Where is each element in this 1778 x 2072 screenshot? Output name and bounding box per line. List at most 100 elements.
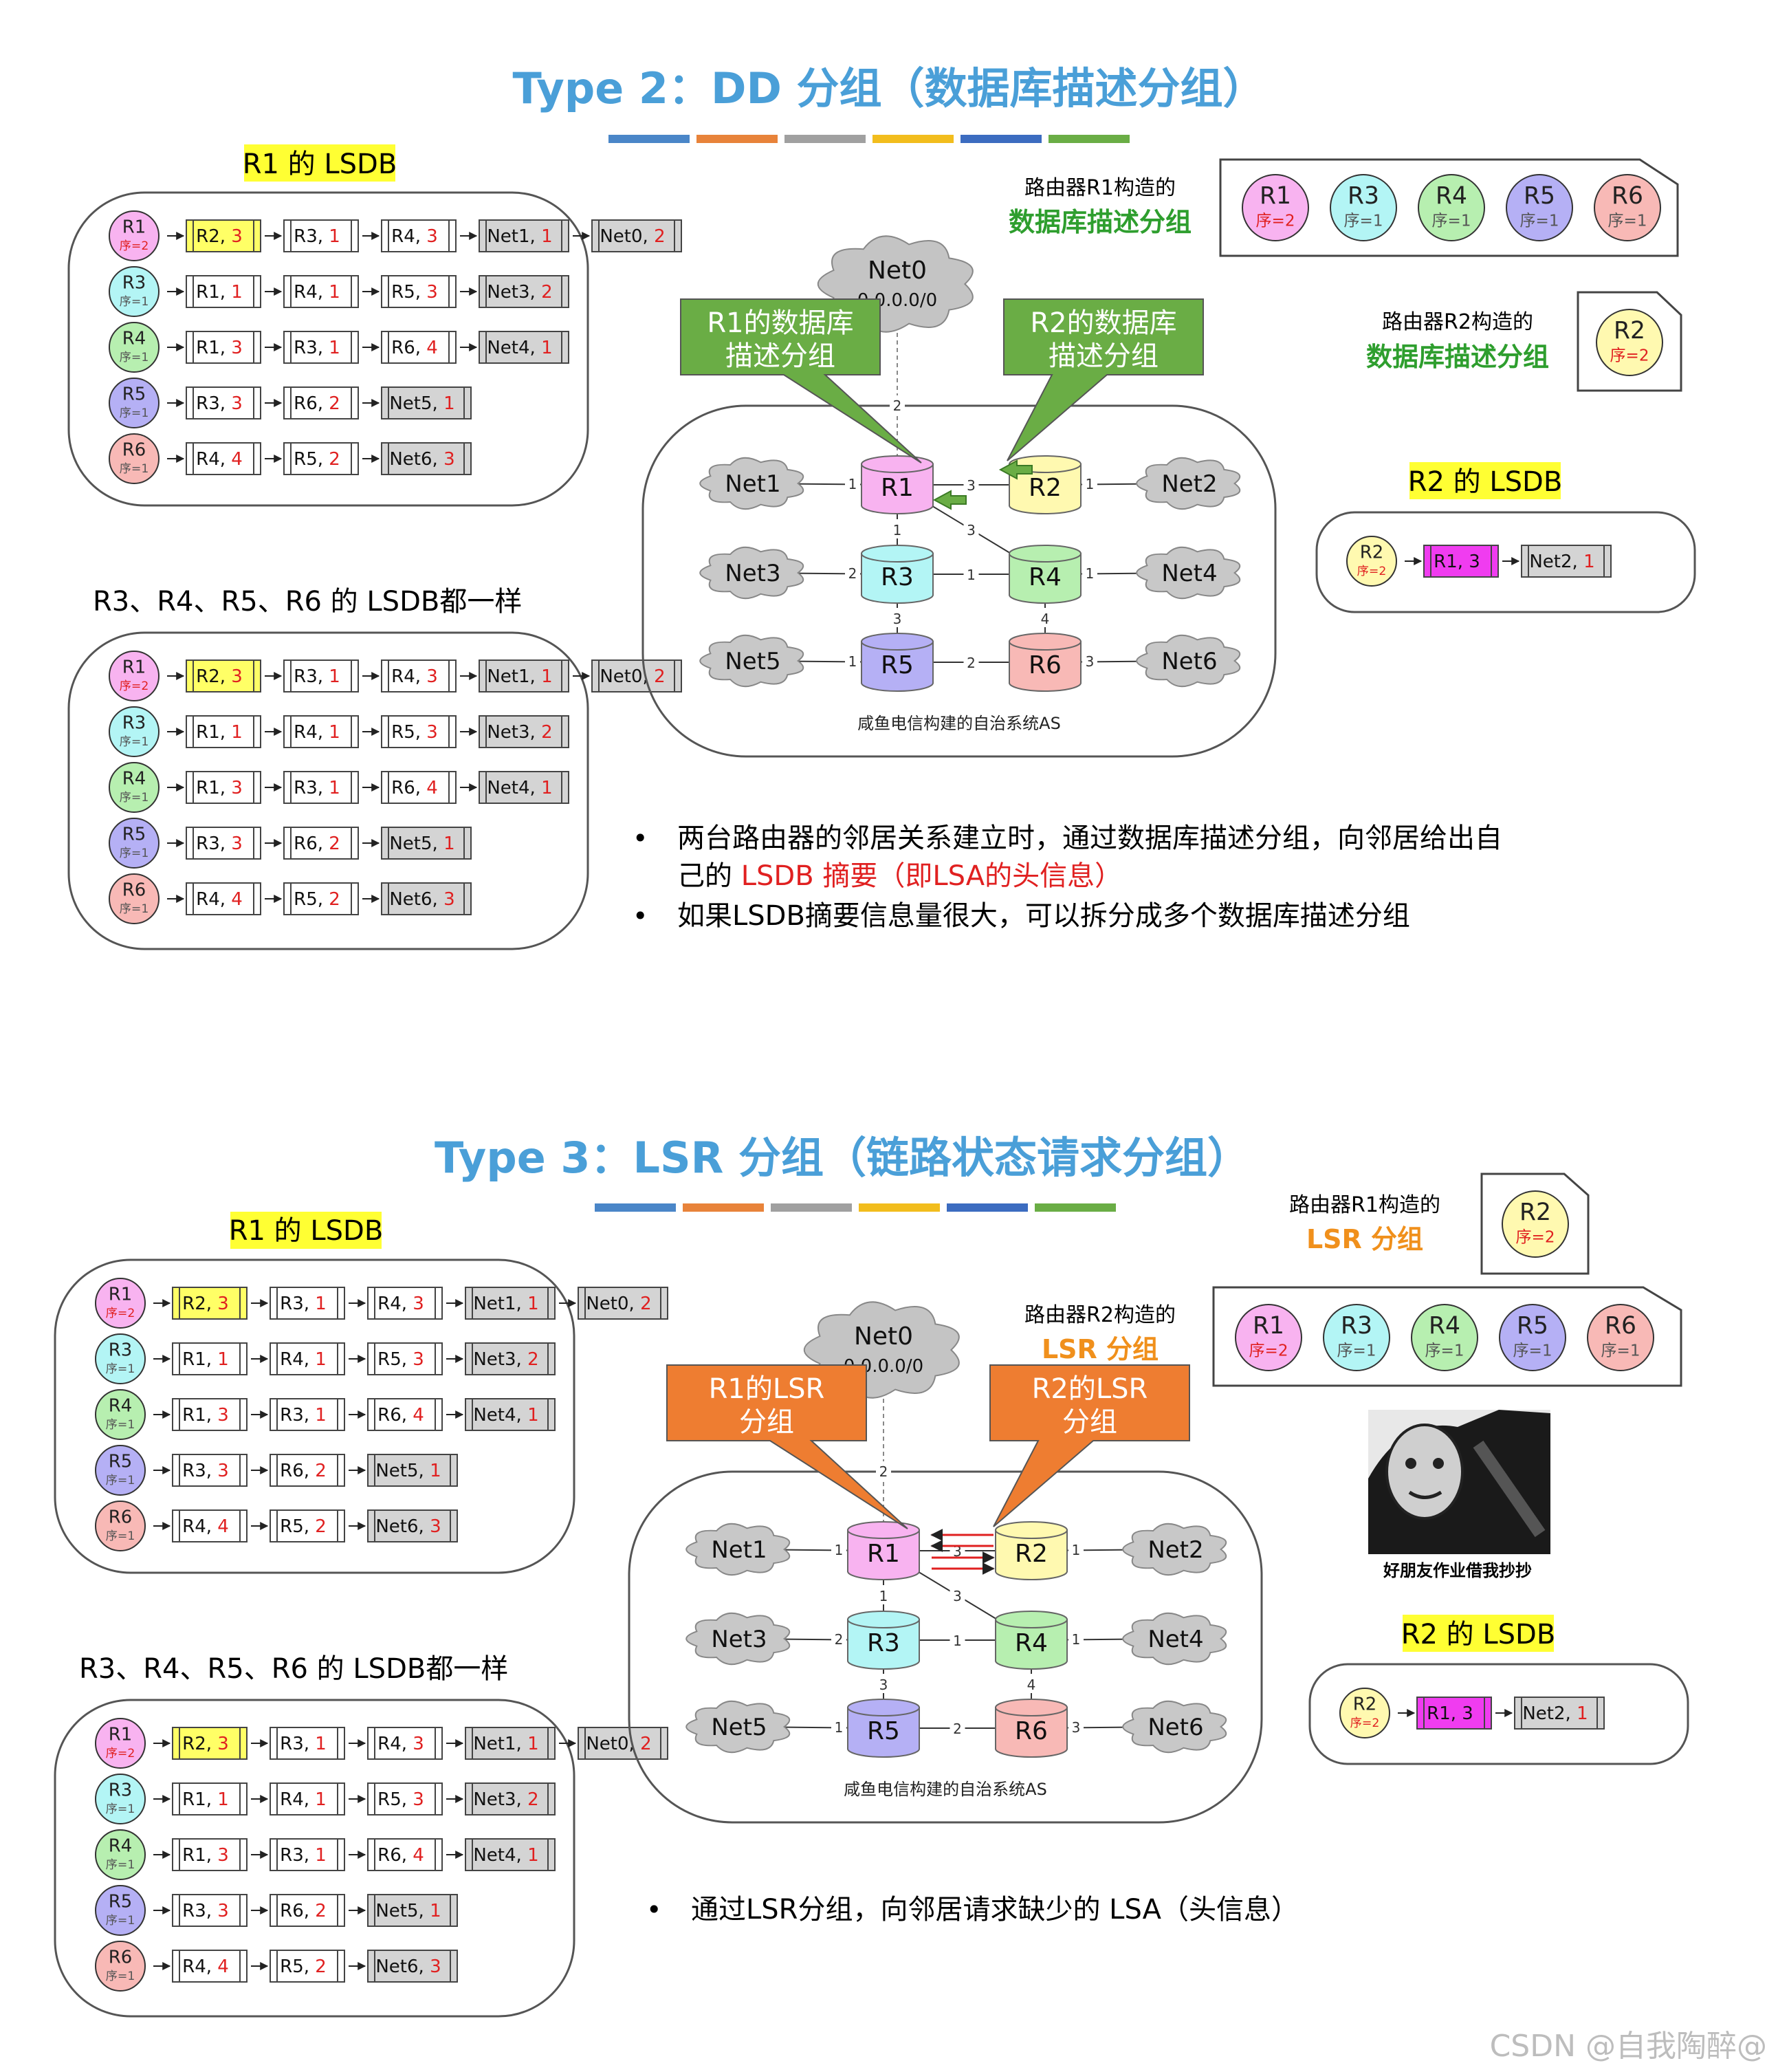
svg-text:1: 1: [1072, 1542, 1081, 1558]
router-seq: 序=1: [106, 1858, 135, 1872]
router-name: R3: [1348, 182, 1379, 210]
svg-text:R3, 1: R3, 1: [280, 1294, 327, 1314]
svg-text:Net1, 1: Net1, 1: [473, 1294, 538, 1314]
color-bar: [947, 1203, 1028, 1212]
svg-text:R1, 1: R1, 1: [196, 722, 243, 743]
svg-text:Net0: Net0: [854, 1322, 913, 1351]
color-bar: [872, 135, 954, 143]
svg-text:R4, 1: R4, 1: [280, 1349, 327, 1370]
router-badge-r3: R3序=1: [95, 1333, 146, 1384]
router-badge-r5: R5序=1: [1506, 174, 1573, 241]
r2-builds-label: 路由器R2构造的: [1382, 310, 1533, 334]
svg-text:Net6, 3: Net6, 3: [375, 1516, 441, 1537]
meme-caption: 好朋友作业借我抄抄: [1383, 1561, 1532, 1580]
svg-text:3: 3: [1086, 653, 1095, 670]
link-cost: 4: [1041, 611, 1050, 627]
router-r2: R2: [995, 1521, 1068, 1580]
ls-entry: R1, 3: [172, 1398, 248, 1431]
ls-entry: R5, 3: [367, 1782, 443, 1815]
router-badge-r6: R6序=1: [1587, 1304, 1654, 1371]
ls-entry: R3, 1: [283, 659, 359, 693]
color-bar: [961, 135, 1042, 143]
ls-entry: Net0, 2: [591, 219, 682, 252]
svg-text:R6, 2: R6, 2: [294, 833, 340, 854]
router-badge-r6: R6序=1: [1594, 174, 1661, 241]
svg-text:R4, 4: R4, 4: [182, 1956, 229, 1977]
link-cost: 3: [967, 477, 976, 494]
dd-arrow-r1-to-r2: [932, 490, 967, 510]
router-name: R1: [122, 657, 146, 678]
svg-text:R1的数据库: R1的数据库: [707, 307, 853, 339]
r2-dd-packet-entries: R2序=2: [1596, 309, 1663, 376]
ls-entry: Net6, 3: [381, 882, 472, 915]
cloud-net2: Net2: [1122, 1523, 1227, 1576]
r2-lsdb-highlight-2: [1403, 1615, 1554, 1652]
svg-text:R6, 4: R6, 4: [377, 1845, 424, 1866]
r1-builds-label-2: 路由器R1构造的: [1289, 1193, 1440, 1217]
svg-text:R4, 4: R4, 4: [196, 889, 243, 910]
router-name: R6: [1605, 1312, 1636, 1340]
ls-entry: R4, 1: [283, 275, 359, 308]
ls-entry: R3, 1: [270, 1727, 345, 1760]
router-seq: 序=2: [1256, 212, 1295, 230]
router-r1: R1: [847, 1521, 920, 1580]
svg-text:R5, 3: R5, 3: [377, 1789, 424, 1810]
section2-color-bars: [595, 1203, 1116, 1212]
svg-text:Net3, 2: Net3, 2: [487, 722, 552, 743]
router-name: R2: [1353, 1694, 1376, 1715]
ls-entry: Net4, 1: [479, 771, 569, 804]
ls-entry: R6, 2: [270, 1894, 345, 1927]
svg-text:R4, 1: R4, 1: [294, 722, 340, 743]
svg-text:Net5, 1: Net5, 1: [375, 1461, 441, 1481]
router-seq: 序=2: [120, 679, 149, 693]
ls-entry: R3, 3: [186, 827, 261, 860]
svg-text:R6: R6: [1029, 651, 1062, 679]
ls-entry: R4, 1: [270, 1342, 345, 1375]
svg-text:Net2: Net2: [1161, 470, 1217, 498]
color-bar: [859, 1203, 940, 1212]
svg-text:R4, 3: R4, 3: [377, 1294, 424, 1314]
as-boundary: [628, 1470, 1263, 1824]
svg-text:Net4: Net4: [1148, 1626, 1203, 1653]
r1-lsdb-label-2: R1 的 LSDB: [229, 1215, 384, 1247]
color-bar: [595, 1203, 676, 1212]
ls-entry: R6, 2: [283, 827, 359, 860]
svg-text:•: •: [633, 901, 648, 931]
svg-text:Net0, 2: Net0, 2: [586, 1294, 651, 1314]
svg-text:R5: R5: [867, 1717, 900, 1745]
link-cost: 3: [893, 611, 902, 627]
svg-text:Net2, 1: Net2, 1: [1522, 1703, 1588, 1724]
svg-text:Net0, 2: Net0, 2: [600, 226, 665, 247]
svg-text:Net5, 1: Net5, 1: [389, 833, 454, 854]
ls-entry: R3, 1: [283, 219, 359, 252]
router-seq: 序=1: [120, 295, 149, 309]
svg-text:描述分组: 描述分组: [725, 340, 835, 372]
svg-text:R5, 2: R5, 2: [294, 449, 340, 470]
svg-text:Net5: Net5: [725, 648, 780, 675]
ls-entry: Net3, 2: [465, 1782, 556, 1815]
router-name: R3: [122, 713, 146, 734]
router-name: R4: [122, 769, 146, 789]
ls-entry: R3, 1: [270, 1398, 345, 1431]
svg-text:Net2: Net2: [1148, 1536, 1203, 1564]
ls-entry: R3, 3: [172, 1894, 248, 1927]
svg-text:R1, 3: R1, 3: [196, 778, 243, 798]
svg-text:Net1: Net1: [711, 1536, 767, 1564]
ls-entry: R6, 2: [270, 1454, 345, 1487]
svg-text:R1, 3: R1, 3: [1427, 1703, 1473, 1724]
link-cost: 3: [953, 1543, 962, 1560]
svg-text:Net5, 1: Net5, 1: [375, 1901, 441, 1921]
router-name: R5: [122, 825, 146, 845]
router-seq: 序=1: [1520, 212, 1559, 230]
r1-lsr-packet-entries: R2序=2: [1502, 1190, 1569, 1258]
router-badge-r1: R1序=2: [1242, 174, 1309, 241]
bullet1-line1: 两台路由器的邻居关系建立时，通过数据库描述分组，向邻居给出自: [677, 822, 1502, 854]
svg-text:Net4, 1: Net4, 1: [473, 1405, 538, 1426]
svg-text:Net1: Net1: [725, 470, 780, 498]
router-seq: 序=1: [120, 735, 149, 749]
router-name: R5: [1524, 182, 1555, 210]
svg-text:R2, 3: R2, 3: [196, 226, 243, 247]
